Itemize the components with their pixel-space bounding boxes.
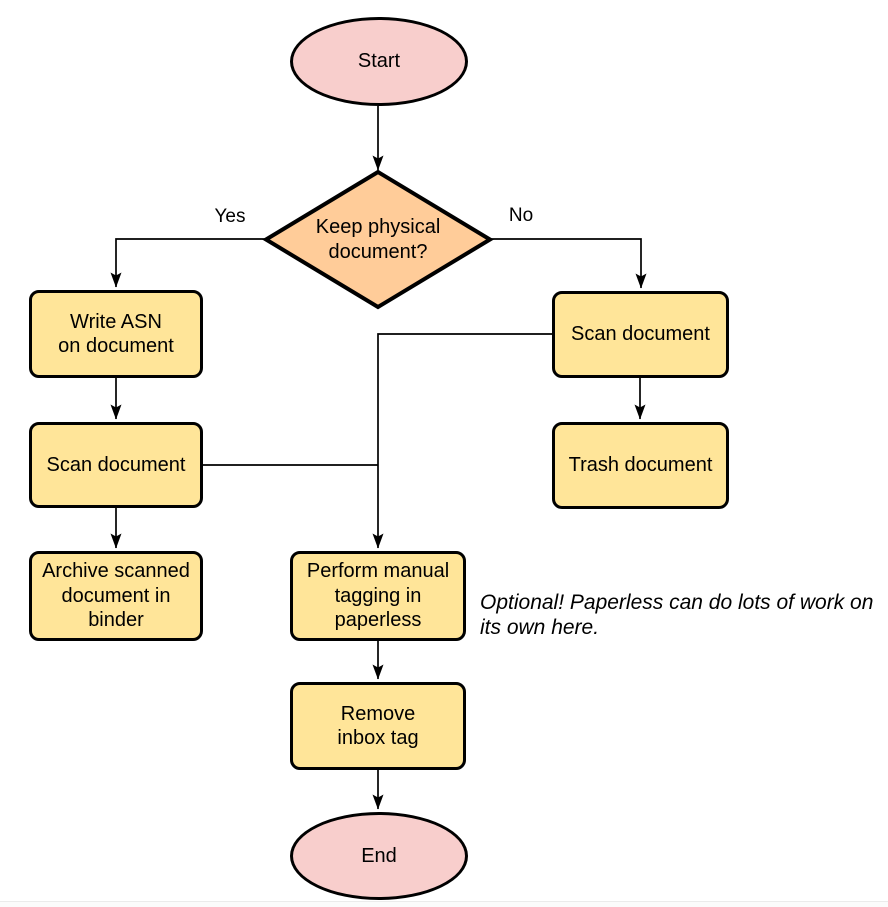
archive-document-node: Archive scanned document in binder bbox=[29, 551, 203, 641]
optional-annotation: Optional! Paperless can do lots of work … bbox=[480, 591, 874, 640]
edge-label-no: No bbox=[508, 205, 534, 226]
edge-scan-right-to-tagging bbox=[372, 333, 552, 549]
write-asn-node: Write ASN on document bbox=[29, 290, 203, 378]
trash-document-node: Trash document bbox=[552, 422, 729, 509]
edge-label-yes: Yes bbox=[214, 206, 246, 227]
decision-node-label: Keep physical document? bbox=[315, 216, 441, 263]
page-bottom-edge bbox=[0, 901, 888, 907]
scan-document-left-node: Scan document bbox=[29, 422, 203, 508]
edge-decision-no-to-scan-right bbox=[490, 238, 647, 289]
scan-document-right-node: Scan document bbox=[552, 291, 729, 378]
end-node: End bbox=[290, 812, 468, 900]
remove-inbox-tag-node: Remove inbox tag bbox=[290, 682, 466, 770]
manual-tagging-node: Perform manual tagging in paperless bbox=[290, 551, 466, 641]
edge-decision-yes-to-write-asn bbox=[110, 238, 266, 288]
start-node: Start bbox=[290, 17, 468, 106]
